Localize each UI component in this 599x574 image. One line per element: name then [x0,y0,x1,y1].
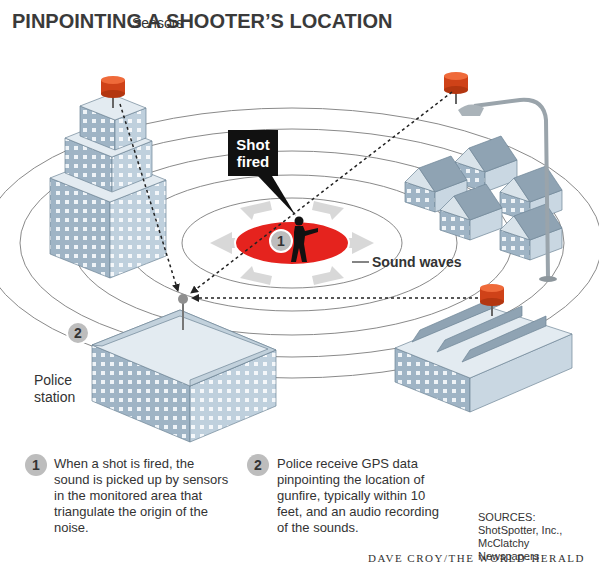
part-label: Police station [34,372,94,406]
impact-zone [235,221,349,265]
signal-arrows [120,92,478,298]
note-text: Police receive GPS data pinpointing the … [277,456,449,536]
callout-circle [270,230,292,252]
wave-arrows [210,201,374,285]
tower-building [50,94,166,278]
receiver-ball [178,294,188,304]
leader-line [352,261,369,262]
part-label: Sound waves [372,254,461,270]
callout-number: 1 [26,456,46,474]
callout-circle [67,322,89,344]
antenna [182,302,184,330]
callout-number: 1 [271,232,291,250]
callout-number: 2 [248,456,268,474]
callout-number: 2 [68,324,88,342]
callout-circle [25,454,47,476]
callout-circle [247,454,269,476]
credit-line: DAVE CROY/THE WORLD-HERALD [368,552,585,564]
houses [405,136,562,260]
street-lamp [458,100,557,282]
callout-box: Shot fired [228,130,278,176]
factory-building [395,295,572,412]
callout-pointer [258,176,296,216]
callout-text: Shot fired [228,136,278,170]
sound-rings [0,108,599,378]
title: PINPOINTING A SHOOTER’S LOCATION [12,10,392,33]
shooter-silhouette [291,217,318,263]
part-label: Sensors [132,15,183,31]
note-text: When a shot is fired, the sound is picke… [54,456,232,536]
